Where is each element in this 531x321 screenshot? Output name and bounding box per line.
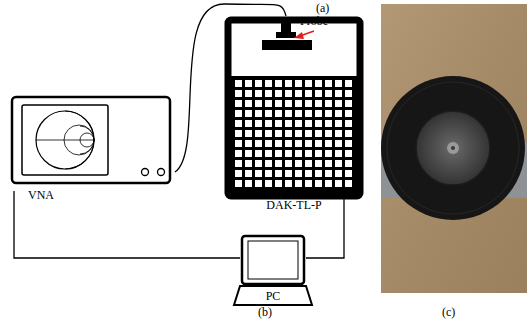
node-label: VNA bbox=[28, 189, 54, 202]
fixture-node: DAK-TL-P bbox=[224, 16, 364, 213]
dak-test-fixture bbox=[228, 20, 360, 196]
probe-pointer bbox=[294, 31, 314, 39]
panel-label: (b) bbox=[258, 306, 272, 319]
panel-label: (c) bbox=[442, 306, 455, 319]
instrument-node: VNA bbox=[10, 95, 175, 203]
node-label: DAK-TL-P bbox=[266, 199, 321, 212]
cable-connector bbox=[175, 4, 286, 172]
probe-photo bbox=[381, 4, 527, 293]
laptop-pc bbox=[234, 236, 312, 305]
callout-label: Probe bbox=[300, 15, 328, 28]
vna-instrument bbox=[12, 97, 170, 183]
node-label: PC bbox=[266, 290, 281, 303]
panel-label: (a) bbox=[316, 2, 329, 15]
computer-node: PC bbox=[240, 234, 306, 304]
